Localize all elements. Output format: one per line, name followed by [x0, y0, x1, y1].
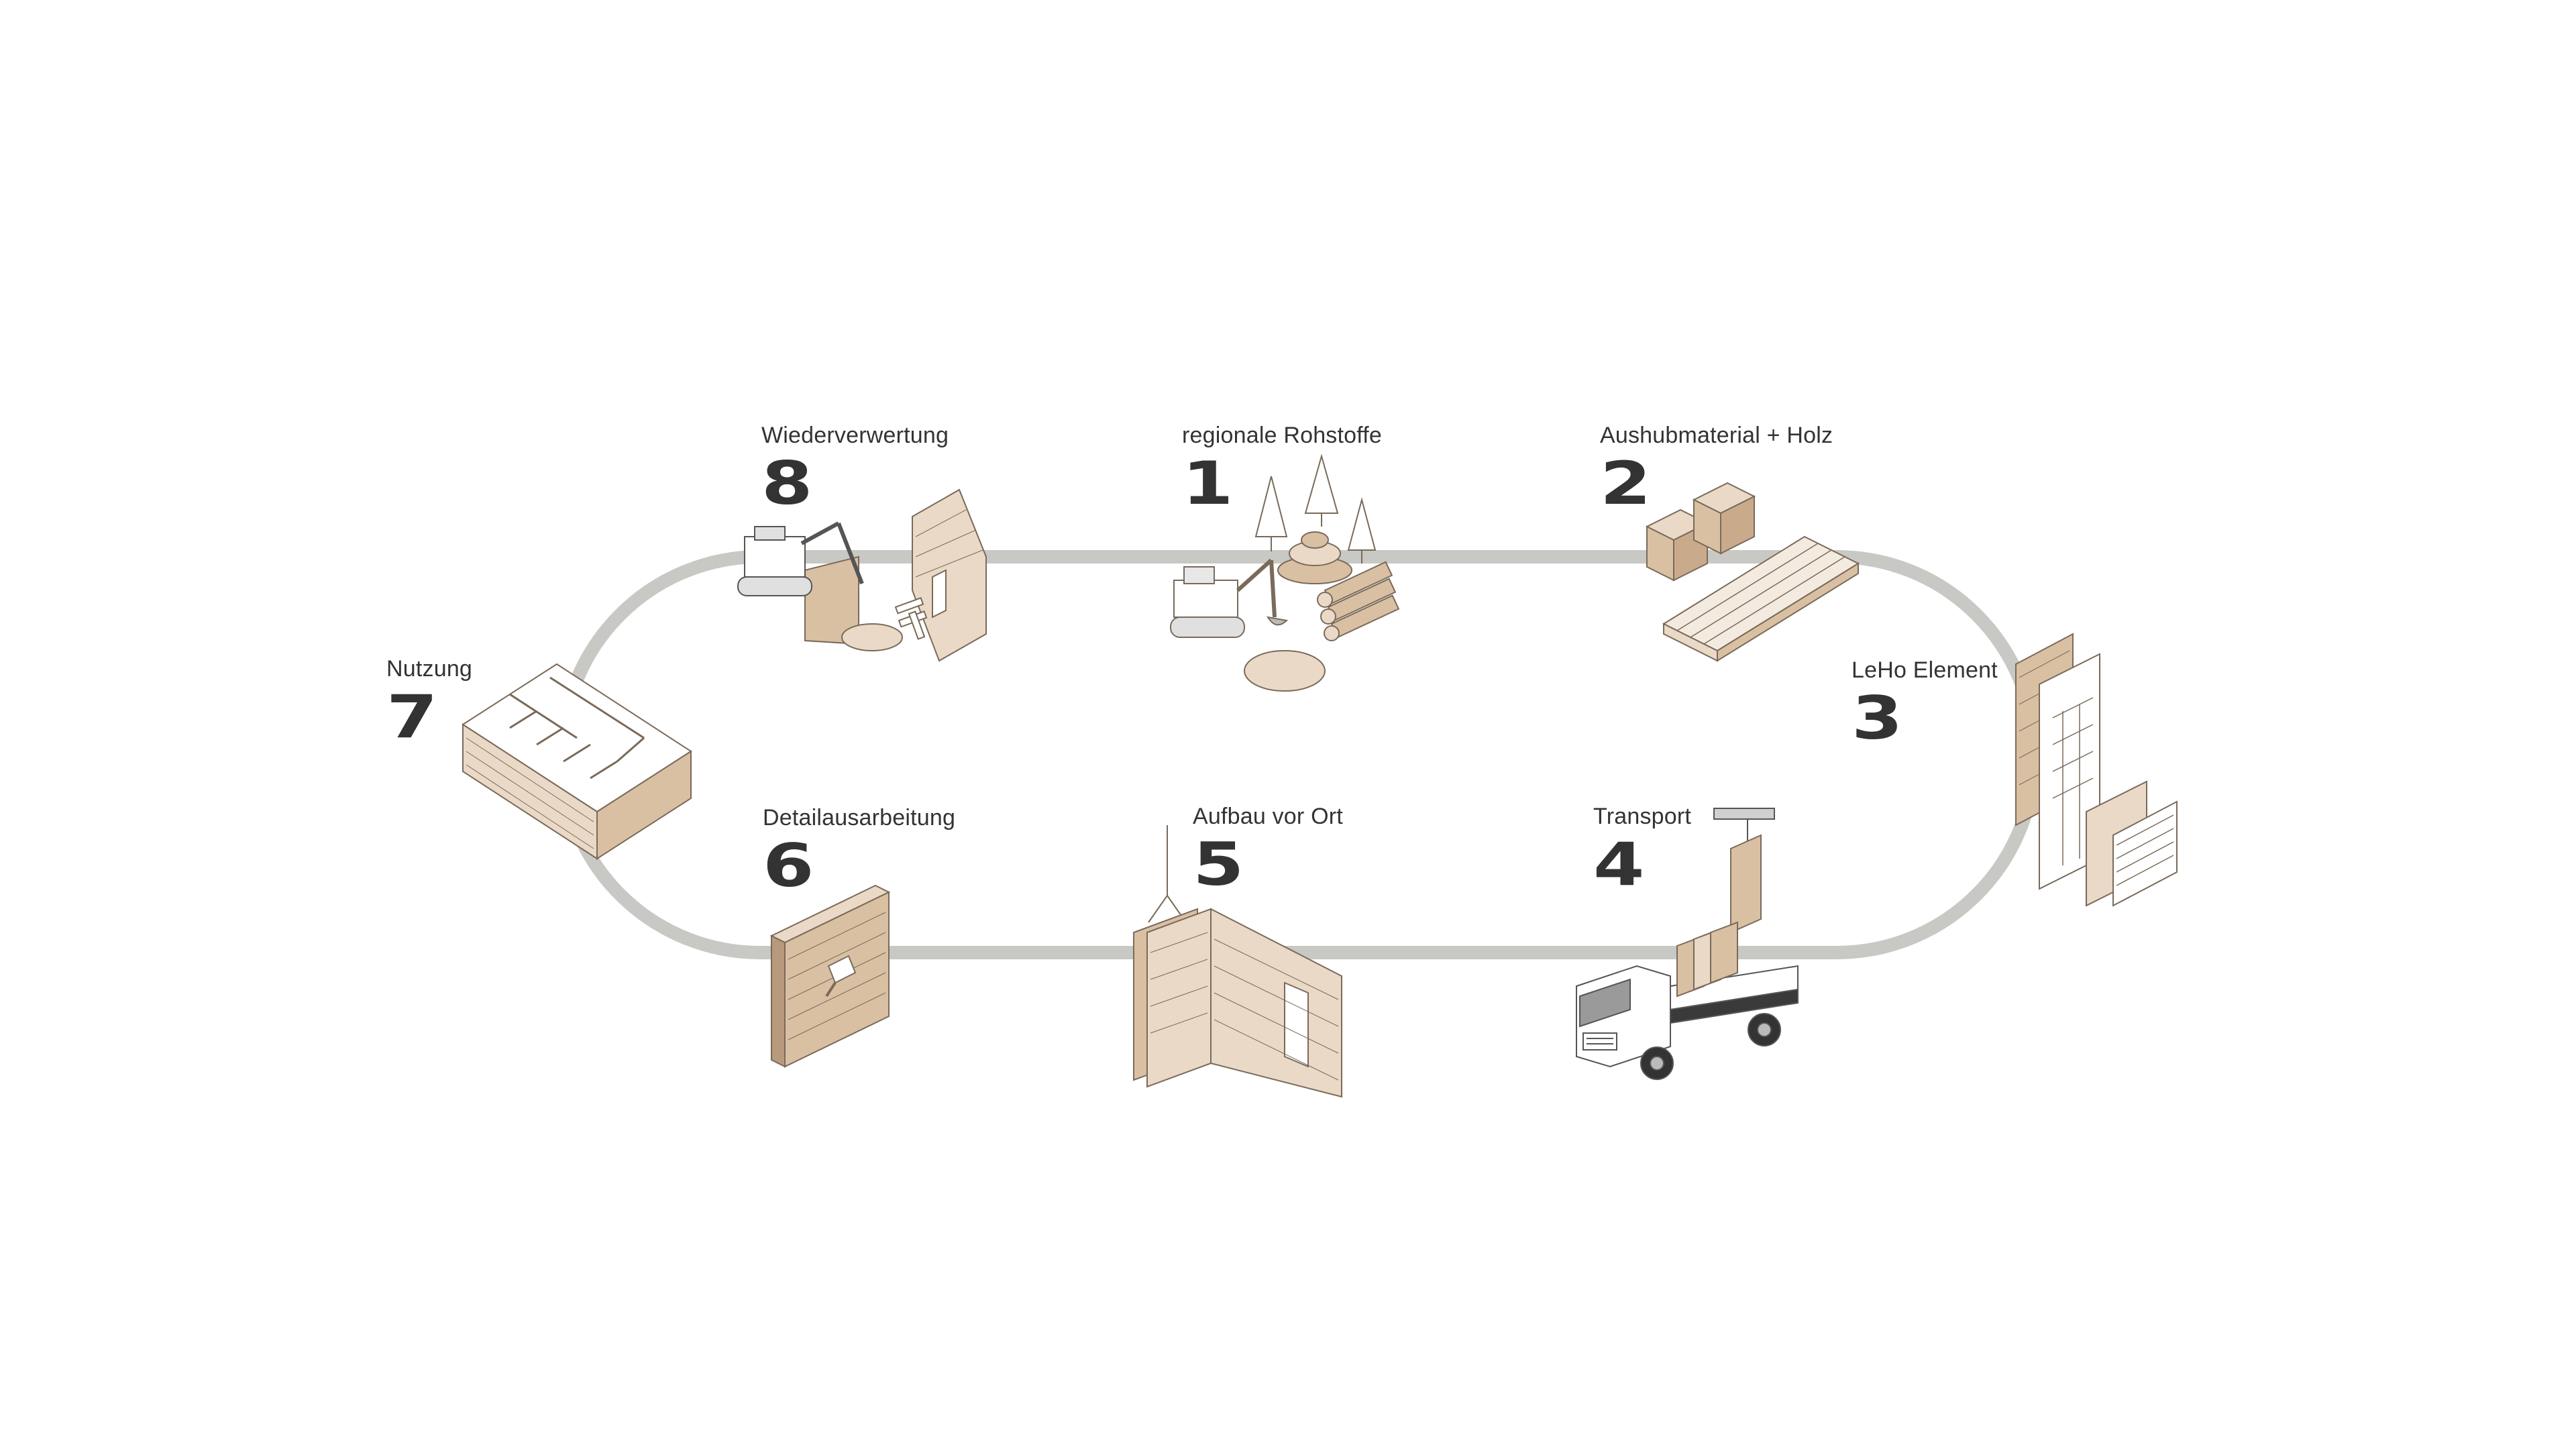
step-6-number: 6	[763, 831, 814, 900]
bags-and-boards-icon	[1645, 482, 1860, 662]
step-5-number: 5	[1193, 830, 1244, 899]
step-8-label: Wiederverwertung	[761, 423, 949, 448]
step-7: Nutzung 7	[386, 656, 472, 747]
truck-with-crane-icon	[1576, 808, 1799, 1080]
step-2-number: 2	[1600, 449, 1652, 518]
step-5: Aufbau vor Ort 5	[1193, 804, 1343, 894]
step-3-number: 3	[1851, 684, 1903, 753]
step-4: Transport 4	[1593, 804, 1691, 894]
exploded-wall-element-icon	[2015, 633, 2178, 907]
step-2-label: Aushubmaterial + Holz	[1600, 423, 1833, 448]
step-1-label: regionale Rohstoffe	[1182, 423, 1383, 448]
excavator-logs-trees-icon	[1170, 453, 1400, 692]
step-6: Detailausarbeitung 6	[763, 805, 955, 896]
demolition-excavator-icon	[737, 488, 987, 662]
building-floorplan-icon	[462, 663, 692, 860]
wall-panel-detail-icon	[769, 884, 891, 1068]
step-3-label: LeHo Element	[1851, 657, 1998, 683]
step-8: Wiederverwertung 8	[761, 423, 949, 513]
step-8-number: 8	[761, 449, 813, 518]
step-4-number: 4	[1593, 830, 1645, 899]
step-5-label: Aufbau vor Ort	[1193, 804, 1343, 829]
step-1: regionale Rohstoffe 1	[1182, 423, 1382, 513]
step-3: LeHo Element 3	[1851, 657, 1998, 748]
step-7-label: Nutzung	[386, 656, 473, 682]
step-6-label: Detailausarbeitung	[763, 805, 956, 830]
step-1-number: 1	[1182, 449, 1234, 518]
step-7-number: 7	[386, 682, 438, 751]
step-4-label: Transport	[1593, 804, 1692, 829]
wall-assembly-crane-icon	[1133, 825, 1342, 1098]
step-2: Aushubmaterial + Holz 2	[1600, 423, 1833, 513]
